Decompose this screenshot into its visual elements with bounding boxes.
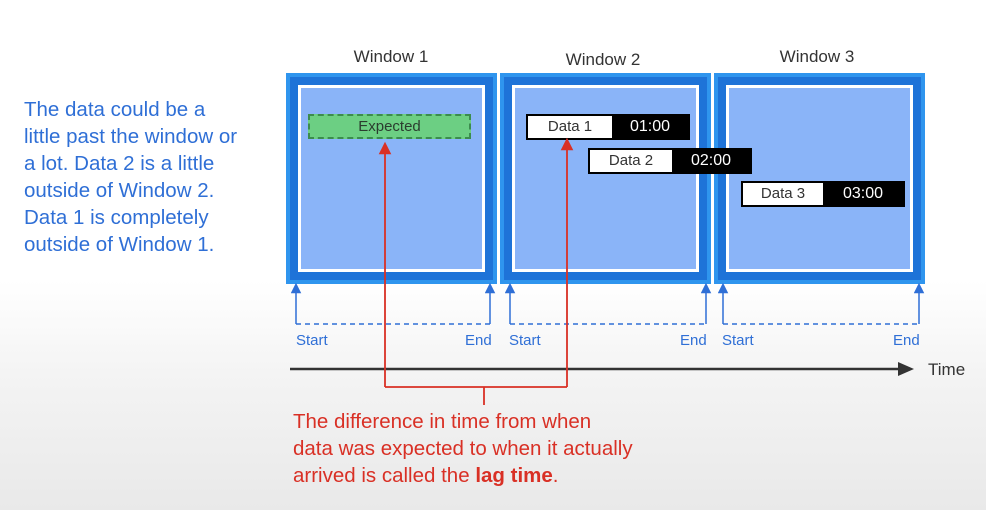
- time-axis-arrowhead: [898, 362, 914, 376]
- window-3-title: Window 3: [779, 47, 855, 66]
- left-note-line: outside of Window 2.: [24, 179, 215, 202]
- data-3-label: Data 3: [743, 183, 823, 205]
- lag-time-caption: The difference in time from when data wa…: [293, 408, 713, 489]
- expected-box: Expected: [308, 114, 471, 139]
- left-note-line: The data could be a: [24, 98, 206, 121]
- caption-line-3-prefix: arrived is called the: [293, 464, 476, 487]
- data-1-time: 01:00: [612, 116, 688, 138]
- lag-time-term: lag time: [475, 464, 553, 487]
- lag-time-connector: [378, 137, 574, 405]
- caption-line-3: arrived is called the lag time.: [293, 462, 713, 489]
- caption-line-1: The difference in time from when: [293, 410, 592, 433]
- data-1-pill: Data 1 01:00: [526, 114, 690, 140]
- left-note-line: a lot. Data 2 is a little: [24, 152, 215, 175]
- window-1-end-label: End: [465, 332, 492, 349]
- window-1-bracket: [290, 282, 496, 325]
- left-note-line: Data 1 is completely: [24, 206, 209, 229]
- left-note-line: outside of Window 1.: [24, 233, 215, 256]
- window-3: [714, 73, 925, 284]
- window-3-bracket: [717, 282, 925, 325]
- window-2-title: Window 2: [565, 50, 641, 69]
- window-3-start-label: Start: [722, 332, 754, 349]
- window-1-title: Window 1: [353, 47, 429, 66]
- caption-line-3-suffix: .: [552, 464, 559, 487]
- data-2-pill: Data 2 02:00: [588, 148, 752, 174]
- window-3-interior: [726, 85, 913, 272]
- data-3-time: 03:00: [823, 183, 903, 205]
- window-2-bracket: [504, 282, 712, 325]
- window-3-end-label: End: [893, 332, 920, 349]
- window-1-start-label: Start: [296, 332, 328, 349]
- data-1-label: Data 1: [528, 116, 612, 138]
- caption-line-2: data was expected to when it actually: [293, 437, 633, 460]
- window-2-start-label: Start: [509, 332, 541, 349]
- data-2-time: 02:00: [672, 150, 750, 172]
- window-2-end-label: End: [680, 332, 707, 349]
- time-axis-label: Time: [928, 360, 966, 379]
- data-2-label: Data 2: [590, 150, 672, 172]
- left-note: The data could be a little past the wind…: [24, 96, 284, 258]
- left-note-line: little past the window or: [24, 125, 238, 148]
- data-3-pill: Data 3 03:00: [741, 181, 905, 207]
